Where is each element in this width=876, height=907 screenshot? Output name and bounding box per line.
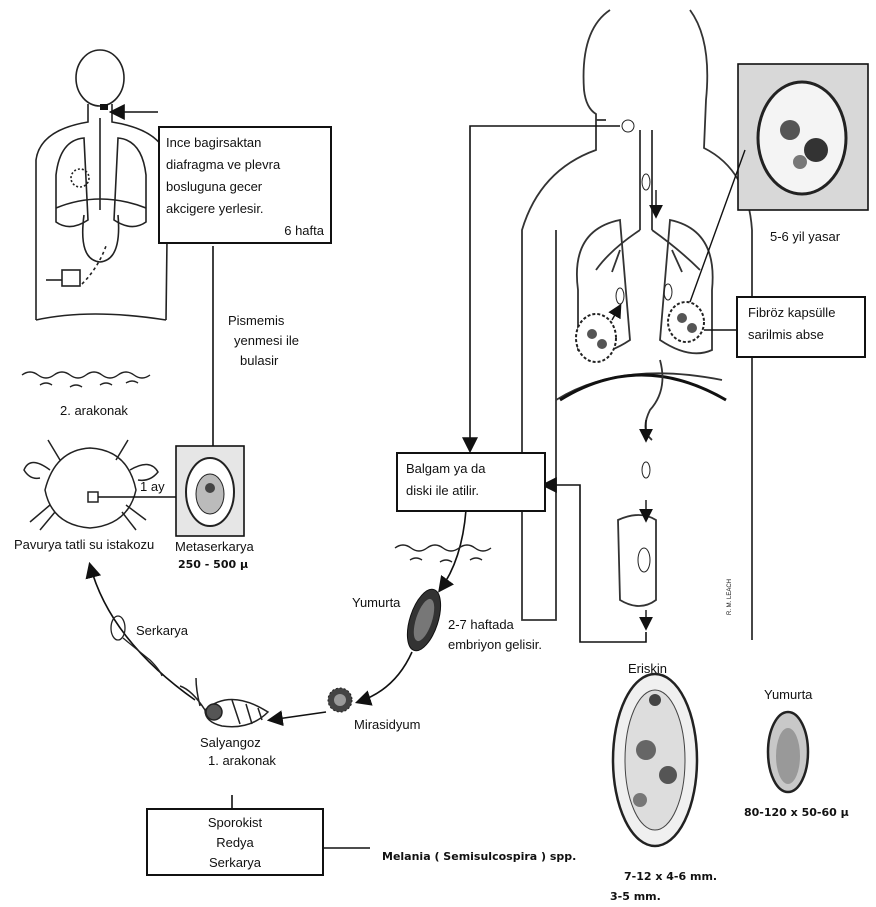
large-human-figure — [522, 10, 752, 640]
sputum-line-2: diski ile atilir. — [406, 480, 536, 502]
egg-detail-label: Yumurta — [764, 686, 812, 703]
egg-detail-illustration — [768, 712, 808, 792]
migration-line-4: akcigere yerlesir. — [166, 198, 324, 220]
adult-worm-illustration — [613, 674, 697, 846]
egg-detail-size: 80-120 x 50-60 μ — [744, 804, 849, 821]
snail-stage-1: Sporokist — [148, 813, 322, 833]
sputum-line-1: Balgam ya da — [406, 458, 536, 480]
snail-label-2: 1. arakonak — [208, 752, 276, 769]
arrow-anus-to-box — [544, 485, 646, 642]
arrow-egg-to-mira — [358, 652, 412, 702]
one-month-label: 1 ay — [140, 478, 165, 495]
fibrous-abscess-box: Fibröz kapsülle sarilmis abse — [736, 296, 866, 358]
arrow-mira-to-snail — [270, 712, 326, 720]
infection-note-2: yenmesi ile — [234, 332, 299, 349]
snail-label-1: Salyangoz — [200, 734, 261, 751]
crab-label: Pavurya tatli su istakozu — [14, 536, 154, 553]
egg-illustration — [401, 585, 447, 655]
fibrous-line-1: Fibröz kapsülle — [748, 302, 854, 324]
egg-note-2: embriyon gelisir. — [448, 636, 542, 653]
snail-stage-2: Redya — [148, 833, 322, 853]
line-cyst-to-lung — [690, 150, 745, 302]
migration-line-2: diafragma ve plevra — [166, 154, 324, 176]
infection-note-1: Pismemis — [228, 312, 284, 329]
migration-box: Ince bagirsaktan diafragma ve plevra bos… — [158, 126, 332, 244]
water-middle — [395, 545, 491, 562]
adult-label: Eriskin — [628, 660, 667, 677]
micrograph-cyst — [738, 64, 868, 210]
migration-line-3: bosluguna gecer — [166, 176, 324, 198]
small-human-figure — [36, 50, 168, 320]
adult-size-2: 3-5 mm. — [610, 888, 661, 905]
egg-note-1: 2-7 haftada — [448, 616, 514, 633]
water-left — [22, 372, 150, 387]
lifespan-label: 5-6 yil yasar — [770, 228, 840, 245]
egg-label: Yumurta — [352, 594, 400, 611]
snail-stages-box: Sporokist Redya Serkarya — [146, 808, 324, 876]
snail-genus-label: Melania ( Semisulcospira ) spp. — [382, 848, 576, 865]
arrow-mouth-to-box — [470, 126, 620, 450]
cercaria-label: Serkarya — [136, 622, 188, 639]
snail-stage-3: Serkarya — [148, 853, 322, 873]
migration-duration: 6 hafta — [284, 223, 324, 238]
fibrous-line-2: sarilmis abse — [748, 324, 854, 346]
miracidium-illustration — [328, 688, 352, 712]
artist-signature: R. M. LEACH — [722, 579, 739, 615]
metacercaria-image — [176, 446, 244, 536]
second-host-label: 2. arakonak — [60, 402, 128, 419]
miracidium-label: Mirasidyum — [354, 716, 420, 733]
infection-note-3: bulasir — [240, 352, 278, 369]
snail-illustration — [180, 678, 268, 727]
adult-size: 7-12 x 4-6 mm. — [624, 868, 717, 885]
metacercaria-size: 250 - 500 μ — [178, 556, 248, 573]
metacercaria-label: Metaserkarya — [175, 538, 254, 555]
crab-illustration — [24, 440, 158, 530]
migration-line-1: Ince bagirsaktan — [166, 132, 324, 154]
sputum-box: Balgam ya da diski ile atilir. — [396, 452, 546, 512]
arrow-box-to-egg — [440, 510, 466, 590]
